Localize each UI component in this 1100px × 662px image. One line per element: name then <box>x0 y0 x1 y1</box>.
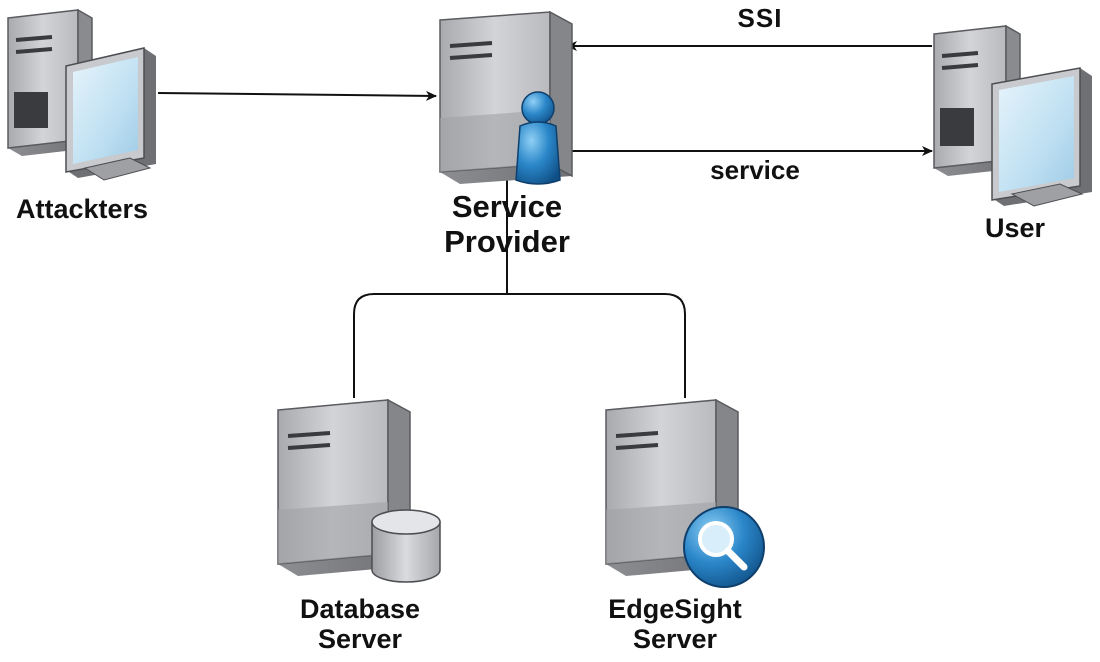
service-provider-label-line1: Service <box>451 189 563 224</box>
database-server-label-line2: Server <box>317 624 403 655</box>
tree-connector <box>353 180 686 398</box>
attackers-workstation-icon <box>7 8 156 181</box>
service-edge-label: service <box>710 155 800 185</box>
user-figure-icon <box>515 91 561 185</box>
database-server-label-line1: Database <box>299 594 421 624</box>
search-globe-icon <box>683 506 765 588</box>
service-provider-label-line2: Provider <box>444 223 570 259</box>
attack-arrow <box>157 90 437 101</box>
edgesight-server-label-line1: EdgeSight <box>608 594 742 624</box>
edgesight-server-label-line2: Server <box>632 624 718 655</box>
database-server-label: Database Server <box>270 594 450 654</box>
user-label: User <box>984 213 1046 243</box>
database-cylinder-icon <box>371 509 441 583</box>
service-provider-label: Service Provider <box>410 189 604 259</box>
attackers-label: Attackters <box>15 194 149 224</box>
user-workstation-icon <box>933 24 1092 207</box>
edgesight-server-label: EdgeSight Server <box>580 594 770 654</box>
ssi-edge-label: SSI <box>737 3 783 33</box>
